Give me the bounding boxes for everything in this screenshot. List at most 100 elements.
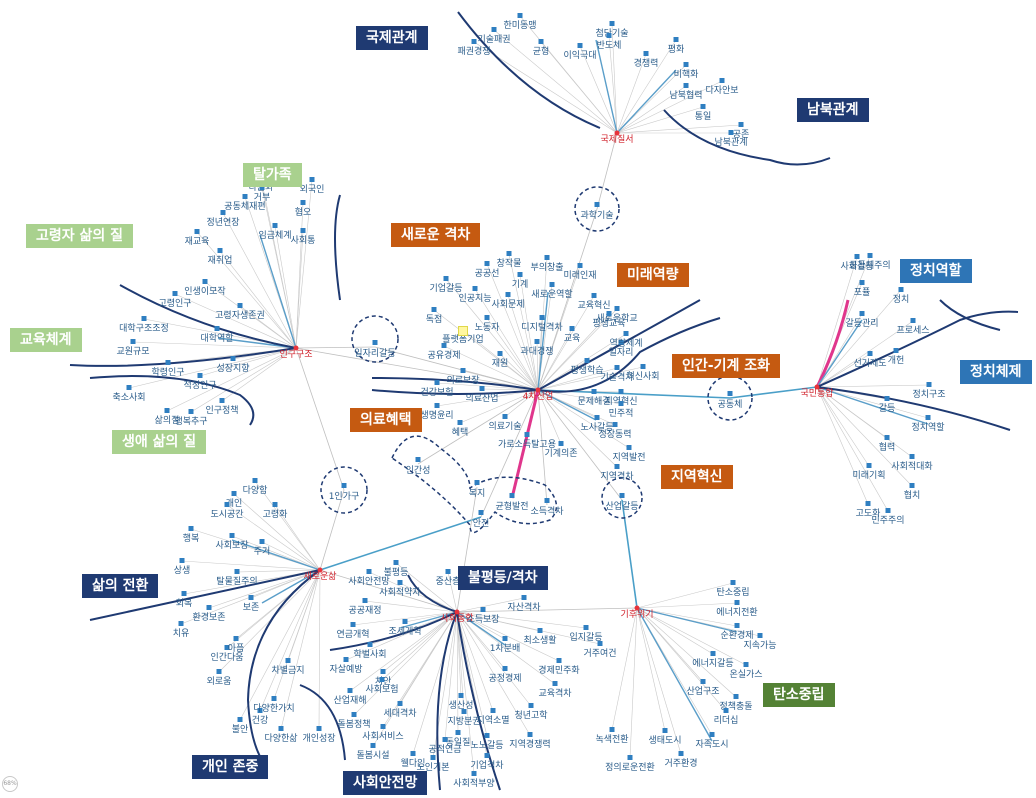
term-label: 공정경제 (488, 674, 522, 684)
term-label: 다양함 (242, 486, 268, 496)
term-node (484, 753, 490, 758)
edge-spoke (816, 384, 930, 388)
term-label: 행복추구 (174, 417, 208, 427)
selected-node-marker[interactable] (458, 326, 468, 336)
term-node (743, 662, 749, 667)
term-node (229, 533, 235, 538)
edge-spoke (208, 569, 321, 609)
edge-spoke (536, 341, 539, 391)
term-node (606, 311, 612, 316)
term-node (885, 508, 891, 513)
term-label: 행복 (182, 534, 200, 544)
hub-dot (614, 130, 620, 136)
term-node (517, 272, 523, 277)
edge-spoke (433, 309, 539, 391)
term-node (505, 292, 511, 297)
term-label: 학령인구 (151, 368, 185, 378)
term-node (259, 185, 265, 190)
term-label: 지역경쟁력 (509, 740, 551, 750)
edge-strong (259, 234, 297, 349)
term-node (471, 771, 477, 776)
edge-spoke (459, 389, 539, 424)
term-label: 공공선 (474, 269, 500, 279)
edge-spoke (537, 333, 627, 391)
category-human-machine: 인간-기계 조화 (672, 354, 780, 378)
term-label: 사회서비스 (362, 732, 404, 742)
term-label: 사회적약자 (379, 588, 421, 598)
term-label: 재취업 (207, 256, 233, 266)
term-label: 환경보존 (192, 613, 226, 623)
edge-spoke (456, 611, 475, 775)
term-label: 생산성 (448, 701, 474, 711)
term-node (539, 315, 545, 320)
hub-node (619, 493, 625, 498)
edge-spoke (537, 328, 573, 391)
edge-spoke (816, 386, 929, 419)
edge-spoke (274, 504, 321, 571)
term-node (300, 228, 306, 233)
term-label: 노사갈등 (580, 423, 614, 433)
term-label: 가로소득탈고용 (498, 440, 556, 450)
edge-spoke (261, 541, 321, 571)
term-label: 거주환경 (664, 759, 698, 769)
term-node (484, 261, 490, 266)
term-node (909, 483, 915, 488)
term-label: 공유경제 (427, 351, 461, 361)
category-north-defectors: 탈가족 (243, 163, 302, 187)
term-node (442, 737, 448, 742)
edge-spoke (254, 480, 321, 571)
term-label: 불안 (231, 725, 249, 735)
term-node (194, 229, 200, 234)
term-label: 산업구조 (686, 687, 720, 697)
edge-spoke (443, 345, 539, 391)
edge-spoke (636, 582, 734, 609)
edge-spoke (493, 29, 618, 134)
edge-spoke (447, 571, 458, 613)
zoom-indicator[interactable]: 68% (2, 776, 18, 792)
term-node (197, 373, 203, 378)
edge-spoke (616, 39, 677, 134)
edge-spoke (436, 389, 539, 407)
term-label: 과대경쟁 (520, 347, 554, 357)
term-label: 리더십 (713, 716, 739, 726)
term-label: 부의창출 (530, 263, 564, 273)
term-label: 인생이모작 (184, 287, 226, 297)
term-label: 1차분배 (489, 644, 521, 654)
term-label: 자살예방 (329, 665, 363, 675)
term-node (402, 619, 408, 624)
term-label: 공동체재편 (224, 202, 266, 212)
term-node (662, 728, 668, 733)
category-safety-net: 사회안전망 (343, 771, 428, 795)
term-node (393, 560, 399, 565)
hub-dot (317, 567, 323, 573)
hub-node (341, 483, 347, 488)
term-label: 온실가스 (729, 670, 763, 680)
term-label: 정치구조 (912, 390, 946, 400)
term-label: 고령화 (262, 510, 288, 520)
edge-strong (399, 611, 458, 629)
edge-hub-link (729, 386, 818, 399)
term-label: 자산격차 (507, 603, 541, 613)
term-label: 에너지갈등 (692, 659, 734, 669)
group-circle-science (574, 186, 620, 232)
term-node (673, 37, 679, 42)
term-node (584, 358, 590, 363)
edge-spoke (462, 329, 539, 391)
term-node (214, 326, 220, 331)
term-node (757, 633, 763, 638)
hub-label-jobs-gap: 일자리갈등 (354, 349, 396, 359)
edge-spoke (636, 607, 666, 732)
term-label: 한미동맹 (503, 21, 537, 31)
term-node (609, 727, 615, 732)
edge-spoke (540, 41, 618, 134)
category-respect: 개인 존중 (192, 755, 269, 779)
term-label: 도시공간 (210, 510, 244, 520)
edge-category-boundary (816, 386, 1011, 431)
term-label: 학벌사회 (353, 650, 387, 660)
term-node (728, 130, 734, 135)
term-label: 의료보장 (446, 376, 480, 386)
category-future-capacity: 미래역량 (617, 263, 689, 287)
hub-node (372, 340, 378, 345)
term-node (165, 360, 171, 365)
edge-hub-link (417, 389, 539, 465)
